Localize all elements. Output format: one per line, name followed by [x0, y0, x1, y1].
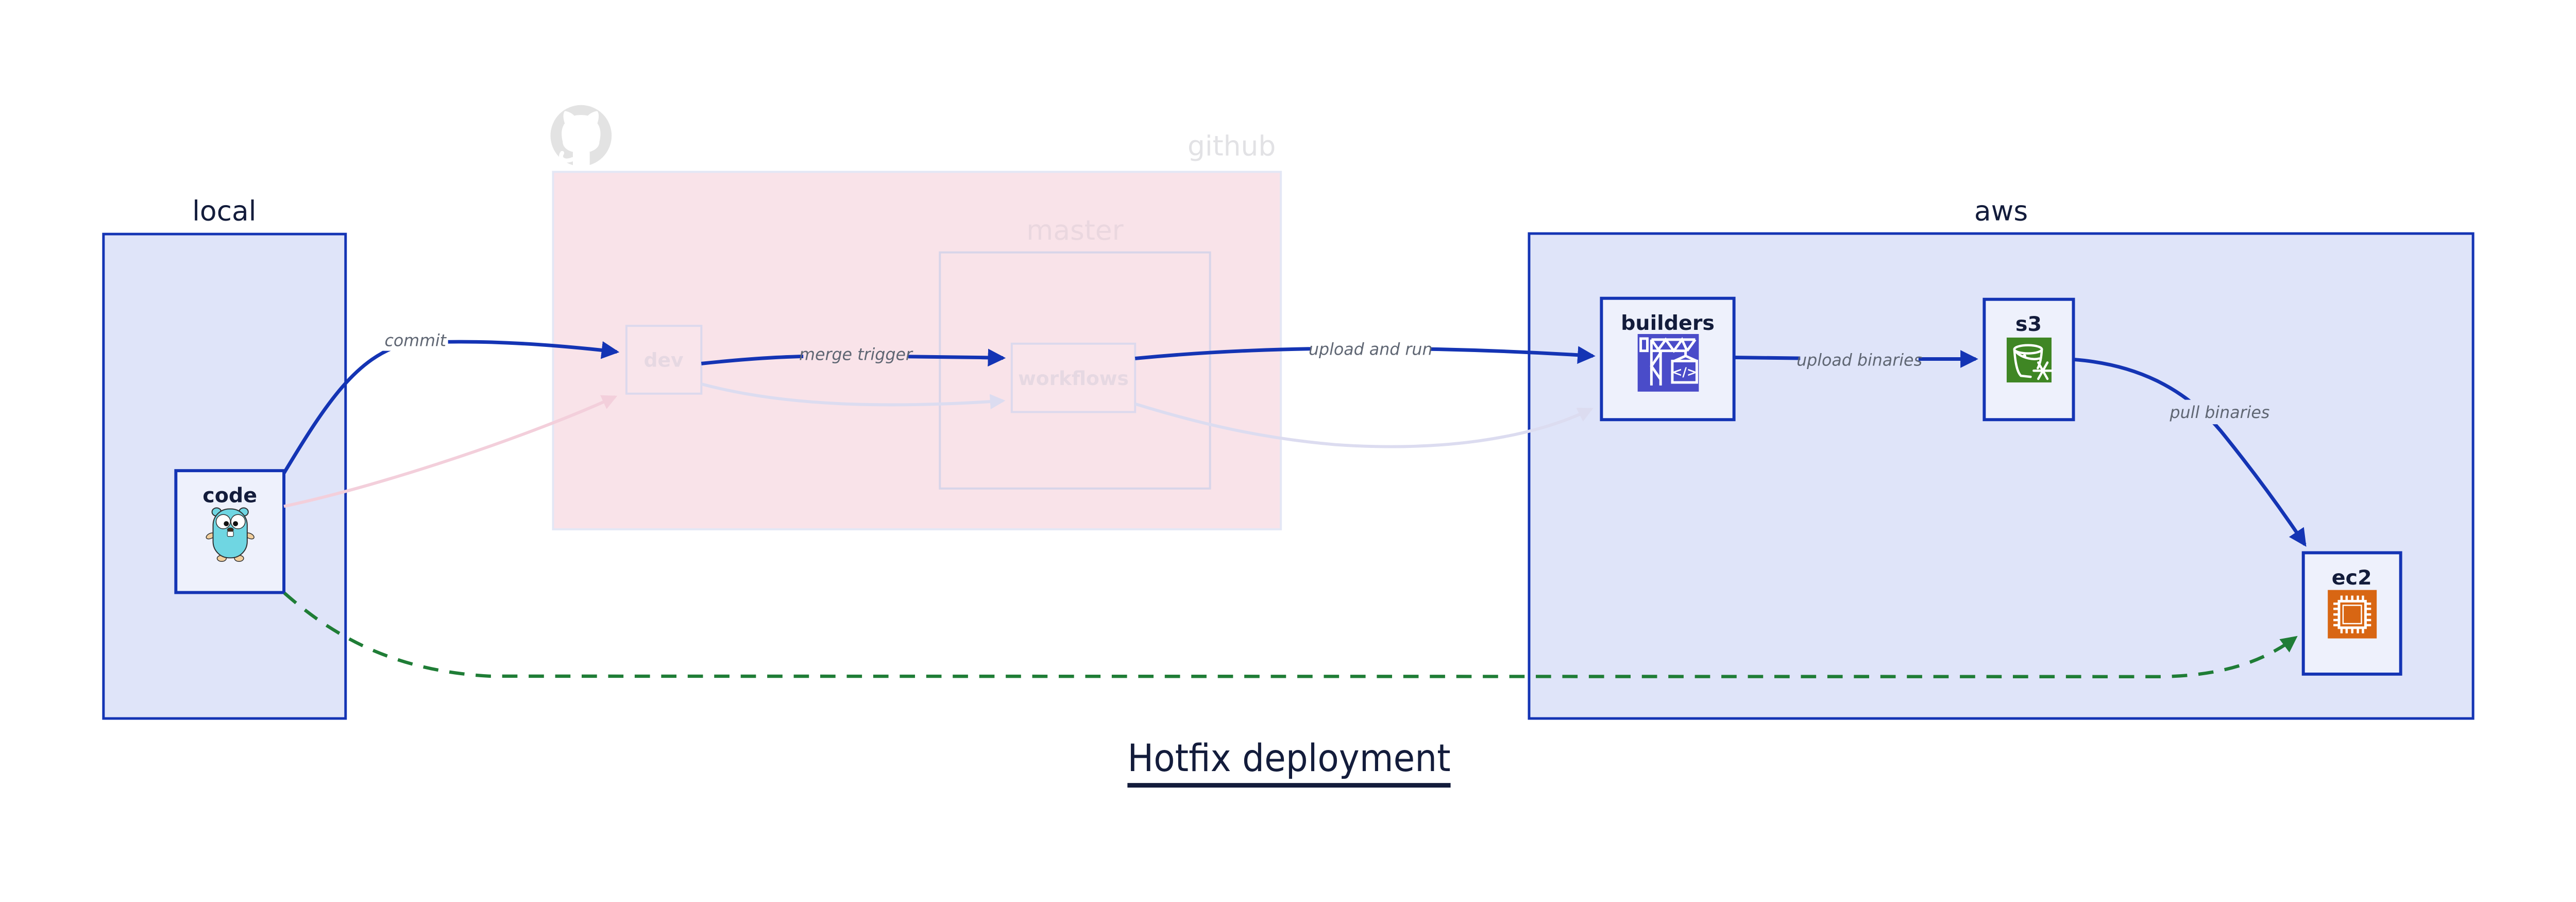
group-github: github master dev workflows [550, 105, 1282, 530]
edge-commit-label: commit [384, 332, 447, 350]
aws-group-label: aws [1974, 194, 2028, 227]
go-gopher-icon [206, 507, 255, 562]
node-dev-label: dev [644, 348, 684, 371]
edge-faded-code-to-dev [283, 395, 618, 508]
edge-pull-binaries-label-bg [2172, 399, 2267, 425]
edge-commit-label-bg [382, 326, 448, 351]
master-group-box [939, 251, 1211, 490]
node-ec2-label: ec2 [2332, 566, 2372, 590]
group-aws: aws builders </> s3 [1528, 194, 2475, 720]
edge-hotfix-dashed [283, 592, 2298, 679]
codebuild-code-glyph: </> [1672, 365, 1697, 379]
edge-faded-workflows-to-builders [1134, 402, 1594, 448]
faded-edges [283, 382, 1594, 508]
codebuild-crane-icon: </> [1637, 333, 1699, 392]
ec2-chip-icon [2328, 590, 2377, 639]
edge-labels: commit merge trigger upload and run uplo… [382, 326, 2270, 425]
edge-pull-binaries [2073, 358, 2307, 547]
node-s3-label: s3 [2015, 312, 2042, 336]
edge-pull-binaries-label: pull binaries [2170, 404, 2270, 422]
edge-faded-dev-to-workflows [701, 382, 1006, 410]
edge-merge-trigger-label: merge trigger [799, 345, 913, 364]
s3-glacier-bucket-icon [2006, 337, 2054, 382]
node-builders-label: builders [1621, 311, 1715, 335]
node-dev [625, 325, 703, 395]
edge-upload-binaries-label: upload binaries [1797, 351, 1922, 370]
edge-upload-and-run-label-bg [1311, 334, 1431, 359]
node-workflows [1010, 342, 1137, 413]
local-group-label: local [192, 194, 256, 227]
edge-merge-trigger-label-bg [803, 340, 908, 365]
github-group-label: github [1188, 130, 1276, 162]
node-code-label: code [202, 483, 257, 507]
github-octocat-icon [550, 105, 612, 166]
diagram-title: Hotfix deployment [1127, 737, 1450, 780]
master-group-label: master [1026, 214, 1123, 246]
edge-upload-and-run-label: upload and run [1309, 341, 1433, 359]
node-workflows-label: workflows [1018, 367, 1129, 390]
group-local: local code [102, 194, 347, 720]
edge-upload-binaries-label-bg [1800, 346, 1919, 372]
